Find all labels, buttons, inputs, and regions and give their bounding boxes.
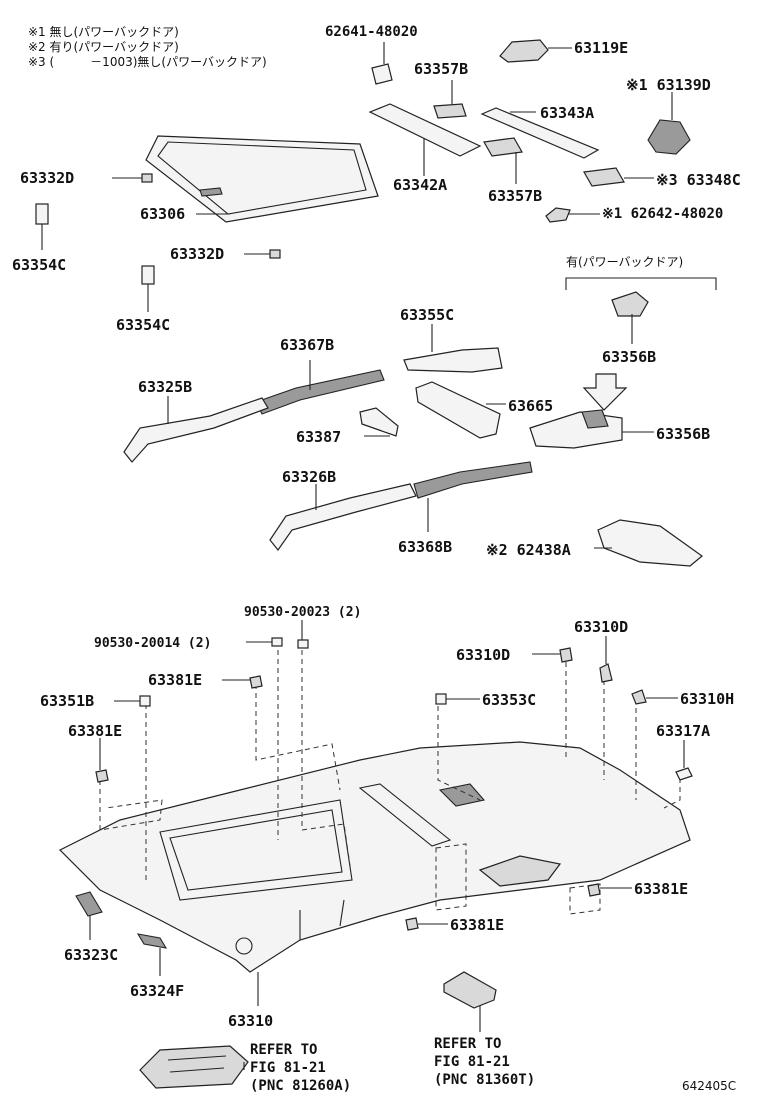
label-63310H: 63310H xyxy=(680,690,734,708)
part-63326B: 63326B xyxy=(269,468,417,552)
label-63351B: 63351B xyxy=(40,692,94,710)
part-63357B-top: 63357B xyxy=(414,60,468,119)
label-63356B-b: 63356B xyxy=(656,425,710,443)
part-63323C: 63323C xyxy=(64,891,118,964)
part-63356B-b: 63356B xyxy=(529,409,710,449)
label-63139D: ※1 63139D xyxy=(626,76,711,94)
dashed-guides xyxy=(99,650,681,915)
label-63357B-bottom: 63357B xyxy=(488,187,542,205)
label-63324F: 63324F xyxy=(130,982,184,1000)
figure-code: 642405C xyxy=(682,1079,736,1093)
label-63381E-c: 63381E xyxy=(634,880,688,898)
label-63332D-b: 63332D xyxy=(170,245,224,263)
map-lamp-left: REFER TO FIG 81-21 (PNC 81260A) xyxy=(139,1042,351,1094)
bracket-power-back-door: 有(パワーバックドア) xyxy=(565,255,717,290)
part-63342A: 63342A xyxy=(368,103,482,194)
label-63387: 63387 xyxy=(296,428,341,446)
label-63325B: 63325B xyxy=(138,378,192,396)
label-63367B: 63367B xyxy=(280,336,334,354)
label-63355C: 63355C xyxy=(400,306,454,324)
label-63354C-a: 63354C xyxy=(12,256,66,274)
label-63317A: 63317A xyxy=(656,722,710,740)
part-63348C: ※3 63348C xyxy=(583,167,741,189)
refer-right-line3: (PNC 81360T) xyxy=(434,1072,535,1088)
part-63356B-a: 63356B xyxy=(602,291,656,366)
bracket-note: 有(パワーバックドア) xyxy=(566,255,683,269)
label-63323C: 63323C xyxy=(64,946,118,964)
part-63343A: 63343A xyxy=(480,104,600,159)
label-63381E-b: 63381E xyxy=(68,722,122,740)
label-63310: 63310 xyxy=(228,1012,273,1030)
label-63332D-a: 63332D xyxy=(20,169,74,187)
label-63353C: 63353C xyxy=(482,691,536,709)
arrow-icon xyxy=(582,373,628,411)
part-63355C: 63355C xyxy=(400,306,503,373)
label-63343A: 63343A xyxy=(540,104,594,122)
label-63348C: ※3 63348C xyxy=(656,171,741,189)
refer-right-line1: REFER TO xyxy=(434,1036,501,1052)
label-63306: 63306 xyxy=(140,205,185,223)
part-63354C-b: 63354C xyxy=(116,265,170,334)
part-63367B: 63367B xyxy=(255,336,385,415)
refer-right-line2: FIG 81-21 xyxy=(434,1054,510,1070)
part-63306: 63306 xyxy=(140,135,379,223)
part-62438A: ※2 62438A xyxy=(486,519,703,567)
label-63354C-b: 63354C xyxy=(116,316,170,334)
part-63381E-a: 63381E xyxy=(148,671,263,689)
part-63381E-b: 63381E xyxy=(68,722,122,783)
refer-left-line3: (PNC 81260A) xyxy=(250,1078,351,1094)
refer-left-line2: FIG 81-21 xyxy=(250,1060,326,1076)
part-63381E-d: 63381E xyxy=(405,916,504,934)
part-90530-20023: 90530-20023 (2) xyxy=(244,605,361,649)
headliner-63310: 63310 xyxy=(58,741,691,1030)
part-63310H: 63310H xyxy=(631,689,734,708)
lamp-right: REFER TO FIG 81-21 (PNC 81360T) xyxy=(434,971,535,1088)
part-63351B: 63351B xyxy=(40,692,151,710)
part-63324F: 63324F xyxy=(130,933,184,1000)
label-63381E-a: 63381E xyxy=(148,671,202,689)
label-63357B-top: 63357B xyxy=(414,60,468,78)
label-63342A: 63342A xyxy=(393,176,447,194)
part-63665: 63665 xyxy=(415,381,553,439)
part-90530-20014: 90530-20014 (2) xyxy=(94,636,283,651)
label-63119E: 63119E xyxy=(574,39,628,57)
part-63387: 63387 xyxy=(296,407,399,446)
label-63665: 63665 xyxy=(508,397,553,415)
label-63310D-a: 63310D xyxy=(456,646,510,664)
note-1: ※1 無し(パワーバックドア) xyxy=(28,24,179,39)
part-63332D-b: 63332D xyxy=(170,245,281,263)
part-63368B: 63368B xyxy=(398,461,533,556)
note-2: ※2 有り(パワーバックドア) xyxy=(28,40,179,54)
part-62642-48020: ※1 62642-48020 xyxy=(545,206,723,223)
part-63354C-a: 63354C xyxy=(12,203,66,274)
part-63332D-a: 63332D xyxy=(20,169,153,187)
label-63368B: 63368B xyxy=(398,538,452,556)
label-63326B: 63326B xyxy=(282,468,336,486)
part-63310D-b: 63310D xyxy=(574,618,628,683)
part-63357B-bottom: 63357B xyxy=(483,137,542,205)
label-62641-48020: 62641-48020 xyxy=(325,24,418,40)
part-62641-48020: 62641-48020 xyxy=(325,24,418,85)
label-90530-20014: 90530-20014 (2) xyxy=(94,636,211,651)
label-62438A: ※2 62438A xyxy=(486,541,571,559)
part-63381E-c: 63381E xyxy=(587,880,688,898)
label-63356B-a: 63356B xyxy=(602,348,656,366)
part-63119E: 63119E xyxy=(499,39,628,63)
refer-left-line1: REFER TO xyxy=(250,1042,317,1058)
label-63381E-d: 63381E xyxy=(450,916,504,934)
label-90530-20023: 90530-20023 (2) xyxy=(244,605,361,620)
part-63139D: ※1 63139D xyxy=(626,76,711,155)
part-63353C: 63353C xyxy=(435,691,536,709)
part-63317A: 63317A xyxy=(656,722,710,781)
label-62642-48020: ※1 62642-48020 xyxy=(602,206,723,222)
part-63325B: 63325B xyxy=(123,378,269,463)
label-63310D-b: 63310D xyxy=(574,618,628,636)
part-63310D-a: 63310D xyxy=(456,646,573,664)
notes-block: ※1 無し(パワーバックドア) ※2 有り(パワーバックドア) ※3 ( －10… xyxy=(28,24,267,69)
note-3: ※3 ( －1003)無し(パワーバックドア) xyxy=(28,54,267,69)
